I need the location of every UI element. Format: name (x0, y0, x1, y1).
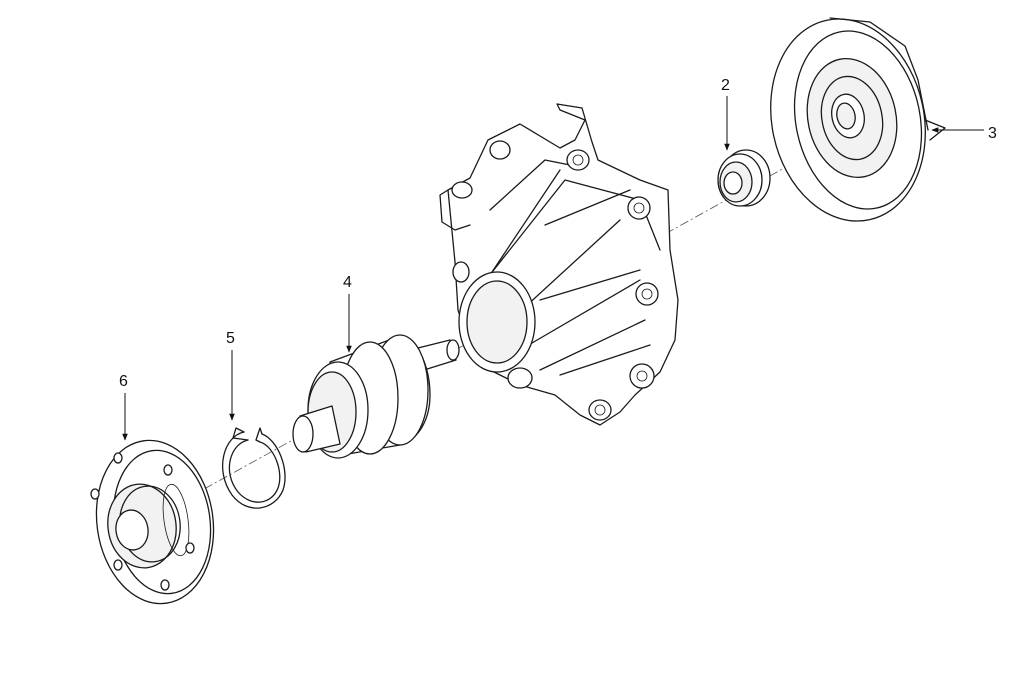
callout-4-label: 4 (343, 274, 352, 291)
callout-6-label: 6 (119, 373, 128, 390)
callout-6: 6 (119, 373, 128, 441)
callout-3-label: 3 (988, 125, 997, 142)
callout-5-label: 5 (226, 330, 235, 347)
part-shaft-bearing (292, 334, 460, 459)
part-impeller (770, 17, 946, 222)
part-pump-housing (439, 103, 679, 426)
part-seal (717, 149, 771, 207)
callout-2-label: 2 (721, 77, 730, 94)
callout-4: 4 (343, 274, 352, 353)
part-flange-hub (90, 439, 215, 605)
callout-2: 2 (721, 77, 730, 151)
part-snap-ring (222, 427, 286, 509)
callout-5: 5 (226, 330, 235, 421)
callout-3: 3 (931, 125, 997, 142)
